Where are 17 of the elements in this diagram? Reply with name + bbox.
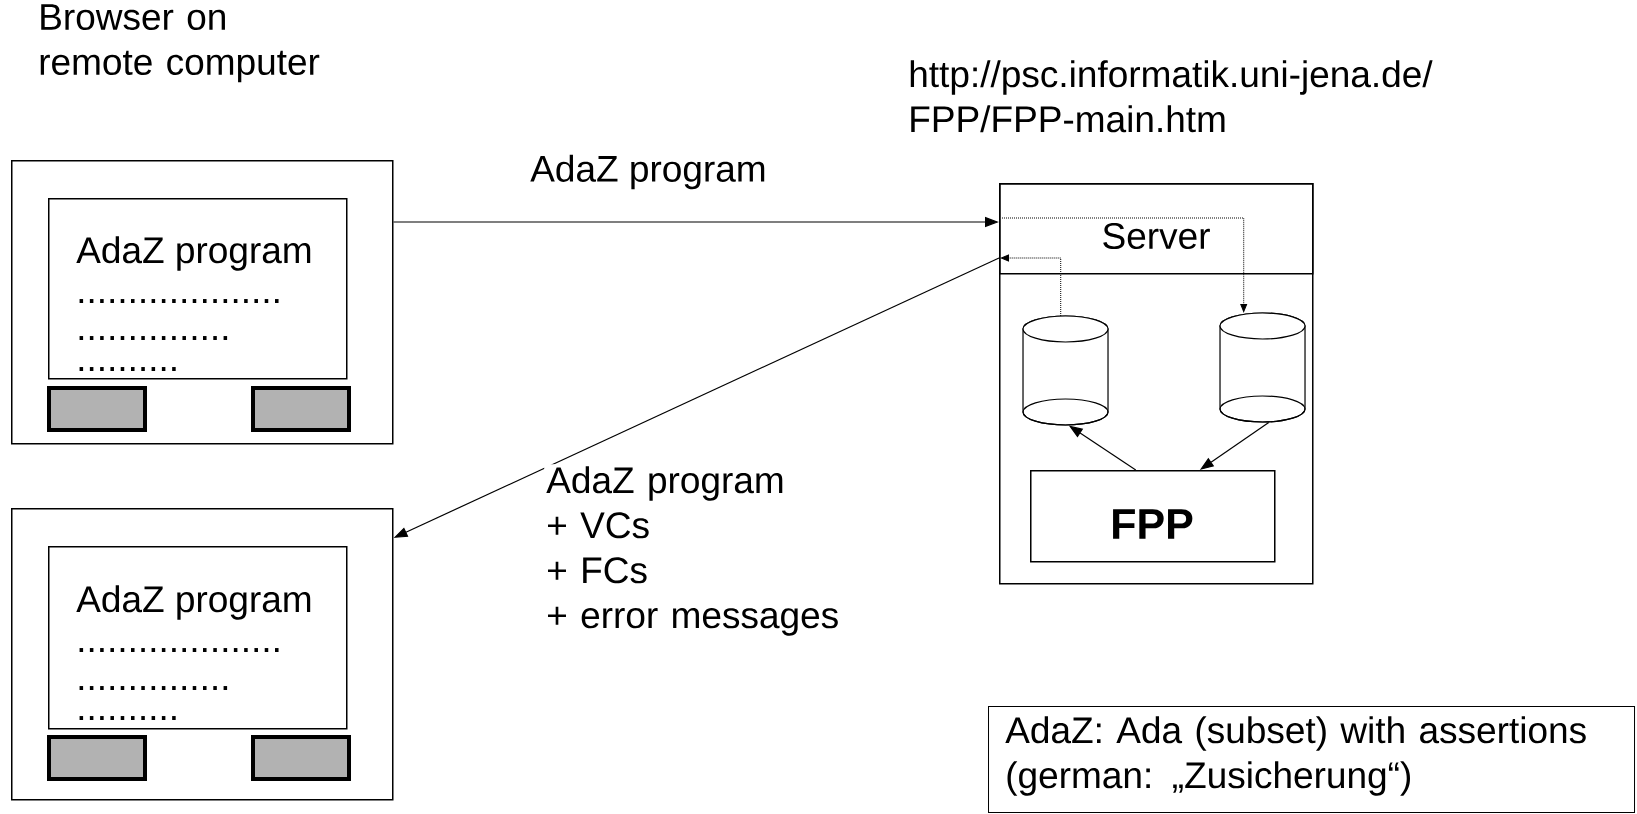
screen: AdaZ program .................... ............... .......... — [48, 546, 348, 730]
process-box: FPP — [1030, 470, 1276, 563]
arrow — [1001, 217, 1248, 313]
edge-label: AdaZ program — [528, 152, 769, 192]
arrow — [1000, 254, 1062, 317]
edge-label: AdaZ program + VCs + FCs + error messages — [544, 464, 889, 638]
key — [47, 386, 147, 432]
key — [251, 386, 351, 432]
note-box: AdaZ: Ada (subset) with assertions (german: „Zusicherung“) — [988, 706, 1635, 813]
database-cylinder — [1219, 312, 1306, 423]
server-header: Server — [999, 183, 1314, 275]
database-cylinder — [1022, 315, 1109, 426]
key — [251, 735, 351, 781]
key — [47, 735, 147, 781]
caption-text: Browser on remote computer — [40, 4, 320, 83]
url-text: http://psc.informatik.uni-jena.de/ FPP/FPP-main.htm — [910, 60, 1433, 133]
screen: AdaZ program .................... ............... .......... — [48, 198, 348, 380]
